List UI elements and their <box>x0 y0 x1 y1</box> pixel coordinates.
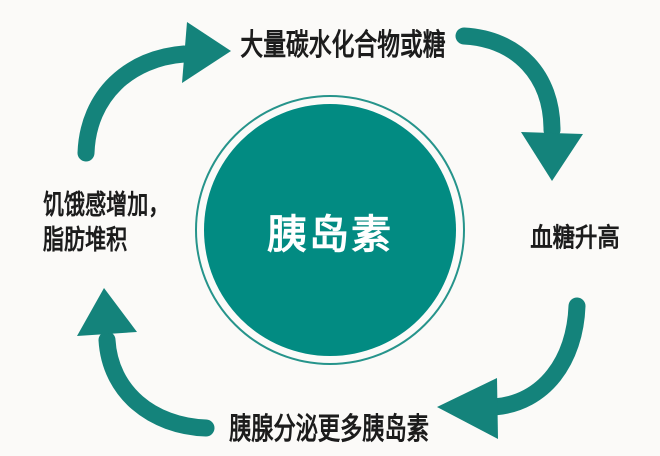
label-hunger-line2: 脂肪堆积 <box>43 225 128 255</box>
label-carbohydrates: 大量碳水化合物或糖 <box>240 29 446 62</box>
curved-arrow-bottom-right-icon <box>437 297 586 439</box>
label-pancreas-secretes-insulin: 胰腺分泌更多胰岛素 <box>229 413 429 446</box>
insulin-center-circle <box>195 95 465 365</box>
curved-arrow-top-left-icon <box>77 22 231 162</box>
label-hunger-line1: 饥饿感增加， <box>43 190 170 220</box>
label-blood-sugar-rises: 血糖升高 <box>530 222 620 253</box>
label-hunger-fat: 饥饿感增加， 脂肪堆积 <box>43 188 169 258</box>
center-circle-fill <box>204 104 456 356</box>
curved-arrow-bottom-left-icon <box>77 288 215 437</box>
curved-arrow-top-right-icon <box>455 27 583 181</box>
center-label-insulin: 胰岛素 <box>267 213 393 257</box>
center-circle-ring <box>195 95 465 365</box>
